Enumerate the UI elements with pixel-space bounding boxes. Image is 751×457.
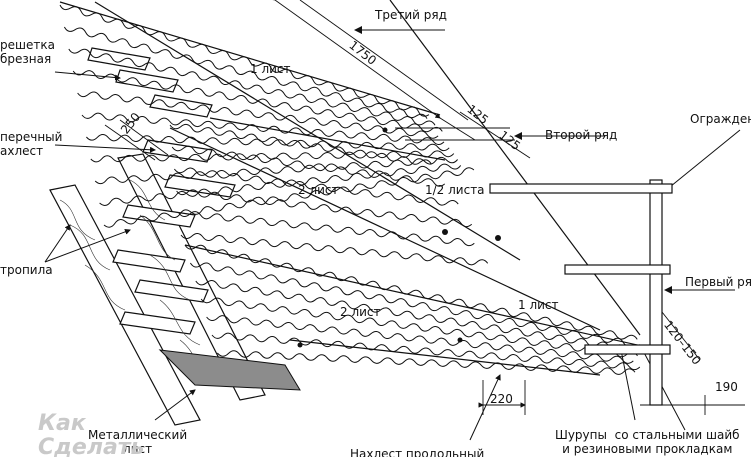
row-arrows (354, 26, 735, 294)
label-transverse-overlap: перечный ахлест (0, 130, 63, 158)
lath-board (149, 94, 213, 118)
label-metal-sheet: Металлический лист (88, 428, 188, 456)
fence-post (649, 179, 663, 406)
screw (297, 342, 303, 348)
lath-board (119, 311, 196, 335)
label-second-row: Второй ряд (545, 128, 618, 142)
label-sheet-1-top: 1 лист (250, 62, 291, 76)
fence (489, 179, 673, 406)
watermark-logo: Как Сделать (38, 411, 145, 457)
dim-1750 (269, 0, 469, 121)
dim-190-label: 190 (715, 380, 738, 394)
corrugation-line (77, 91, 439, 139)
corrugation-line (171, 145, 446, 187)
dim-220-label: 220 (490, 392, 513, 406)
corrugation-line (103, 167, 475, 228)
corrugation-line (211, 332, 641, 371)
corrugation-line (81, 112, 445, 145)
label-fence: Огражден (690, 112, 751, 126)
label-sheet-2-bottom: 2 лист (340, 305, 381, 319)
screw (457, 337, 463, 343)
screws (297, 127, 501, 348)
corrugation-line (86, 134, 450, 152)
label-first-row: Первый ряд (685, 275, 751, 289)
lath-board (112, 249, 186, 273)
corrugation-line (184, 244, 638, 340)
corrugation-line (173, 167, 459, 206)
corrugated-sheets (59, 4, 641, 375)
corrugation-line (99, 163, 462, 206)
dim-120-150-190 (640, 311, 745, 415)
label-longitudinal-overlap: Нахлест продольный (350, 447, 485, 457)
corrugation-line (206, 315, 634, 364)
corrugation-line (189, 262, 635, 347)
screw (495, 235, 501, 241)
lath-board (164, 174, 236, 198)
label-third-row: Третий ряд (375, 8, 447, 22)
fence-rail (584, 344, 671, 355)
label-sheet-2-mid: 2 лист (298, 183, 339, 197)
dim-220 (478, 380, 526, 415)
fence-rail (489, 183, 673, 194)
label-sheet-1-bottom: 1 лист (518, 298, 559, 312)
corrugation-line (200, 297, 638, 358)
corrugation-line (217, 350, 636, 375)
metal-sheet (158, 349, 301, 391)
screw (382, 127, 388, 133)
dim-125 (395, 111, 531, 159)
corrugation-line (180, 233, 489, 266)
corrugation-line (169, 123, 432, 165)
corrugation-line (195, 280, 631, 351)
lath-board (134, 279, 209, 303)
dim-250 (104, 119, 169, 161)
label-rafters: тропила (0, 263, 53, 277)
label-lathing: решетка брезная (0, 38, 55, 66)
rafter-board (49, 184, 201, 426)
corrugation-line (176, 189, 473, 228)
fence-rail (564, 264, 671, 275)
label-screws: Шурупы со стальными шайб и резиновыми пр… (555, 428, 740, 456)
label-sheet-half: 1/2 листа (425, 183, 485, 197)
screw (442, 229, 448, 235)
corrugation-line (178, 211, 475, 247)
sheet-edges (59, 0, 661, 376)
